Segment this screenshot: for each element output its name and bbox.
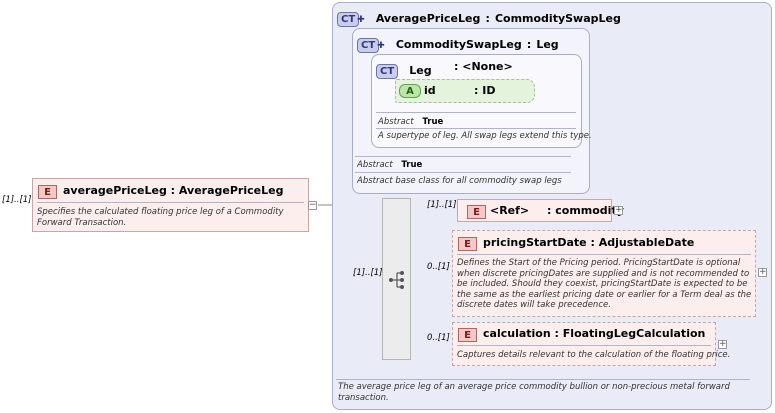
element-description: Specifies the calculated floating price … xyxy=(37,207,284,228)
attribute-name: id xyxy=(424,84,436,97)
expand-toggle-icon[interactable]: + xyxy=(718,339,727,349)
divider xyxy=(355,172,571,173)
complex-type-badge: CT xyxy=(357,38,380,53)
ct-name: AveragePriceLeg xyxy=(375,12,481,25)
element-description: Defines the Start of the Pricing period.… xyxy=(457,258,752,310)
ct-name: CommoditySwapLeg xyxy=(395,38,522,51)
divider xyxy=(457,254,751,255)
sequence-icon xyxy=(389,271,404,289)
element-type: FloatingLegCalculation xyxy=(562,327,706,340)
abstract-label: Abstract xyxy=(357,160,393,170)
sequence-cardinality: [1]..[1] xyxy=(353,268,383,278)
child-cardinality: 0..[1] xyxy=(427,262,450,272)
element-title: averagePriceLeg : AveragePriceLeg xyxy=(63,184,283,197)
attribute-badge: A xyxy=(399,84,421,98)
leg-description: A supertype of leg. All swap legs extend… xyxy=(378,131,592,141)
attribute-separator: : xyxy=(474,84,479,97)
element-type: AdjustableDate xyxy=(598,236,695,249)
commodityswapleg-description: Abstract base class for all commodity sw… xyxy=(357,176,562,186)
element-type: AveragePriceLeg xyxy=(178,184,284,197)
root-cardinality: [1]..[1] xyxy=(2,195,32,205)
averagepriceleg-description: The average price leg of an average pric… xyxy=(338,382,730,403)
element-badge: E xyxy=(458,328,477,342)
ct-base: <None> xyxy=(462,60,513,73)
pricingstartdate-element[interactable]: E pricingStartDate : AdjustableDate Defi… xyxy=(452,230,756,317)
child-cardinality: [1]..[1] xyxy=(427,200,457,210)
collapse-toggle-icon[interactable]: − xyxy=(308,200,317,210)
element-badge: E xyxy=(458,237,477,251)
element-name: averagePriceLeg xyxy=(63,184,167,197)
divider xyxy=(37,202,304,203)
divider xyxy=(355,156,571,157)
sequence-compositor[interactable] xyxy=(382,198,411,360)
element-separator: : xyxy=(590,236,595,249)
element-name: calculation xyxy=(483,327,551,340)
element-title: calculation : FloatingLegCalculation xyxy=(483,327,705,340)
attribute-type-group: : ID xyxy=(474,84,495,97)
complex-type-badge: CT xyxy=(376,64,399,79)
element-type: commodity xyxy=(555,204,624,217)
averagepriceleg-ct-header: CT✚ AveragePriceLeg : CommoditySwapLeg xyxy=(337,7,621,27)
ct-separator: : xyxy=(526,38,532,51)
commodityswapleg-abstract-row: Abstract True xyxy=(357,160,422,170)
extension-icon: ✚ xyxy=(377,41,385,51)
divider xyxy=(376,112,576,113)
attribute-type: ID xyxy=(482,84,496,97)
averagepriceleg-element[interactable]: E averagePriceLeg : AveragePriceLeg Spec… xyxy=(32,178,309,232)
element-badge: E xyxy=(467,205,486,219)
abstract-value: True xyxy=(422,117,444,127)
ct-base: Leg xyxy=(536,38,559,51)
leg-ct-base: : <None> xyxy=(454,60,513,73)
ct-separator: : xyxy=(454,60,459,73)
element-separator: : xyxy=(547,204,552,217)
abstract-label: Abstract xyxy=(378,117,414,127)
commodityswapleg-ct-header: CT✚ CommoditySwapLeg : Leg xyxy=(357,33,559,53)
expand-toggle-icon[interactable]: + xyxy=(614,205,623,215)
element-separator: : xyxy=(554,327,559,340)
ct-base: CommoditySwapLeg xyxy=(494,12,621,25)
ct-separator: : xyxy=(485,12,490,25)
divider xyxy=(336,379,750,380)
element-badge: E xyxy=(38,185,57,199)
element-name: pricingStartDate xyxy=(483,236,587,249)
divider xyxy=(457,345,711,346)
element-title: pricingStartDate : AdjustableDate xyxy=(483,236,694,249)
commodity-ref-element[interactable]: E <Ref> : commodity xyxy=(457,199,624,222)
expand-toggle-icon[interactable]: + xyxy=(758,267,767,277)
calculation-element[interactable]: E calculation : FloatingLegCalculation C… xyxy=(452,322,730,366)
leg-ct-header: CT Leg xyxy=(376,59,432,79)
element-separator: : xyxy=(170,184,176,197)
extension-icon: ✚ xyxy=(357,15,365,25)
divider xyxy=(376,128,576,129)
abstract-value: True xyxy=(401,160,423,170)
complex-type-badge: CT xyxy=(337,12,360,27)
ct-name: Leg xyxy=(409,64,432,77)
id-attribute[interactable]: A id : ID xyxy=(395,79,535,103)
leg-abstract-row: Abstract True xyxy=(378,117,443,127)
element-description: Captures details relevant to the calcula… xyxy=(457,350,731,360)
element-title: <Ref> : commodity xyxy=(490,204,624,217)
element-name: <Ref> xyxy=(490,204,530,217)
child-cardinality: 0..[1] xyxy=(427,333,450,343)
